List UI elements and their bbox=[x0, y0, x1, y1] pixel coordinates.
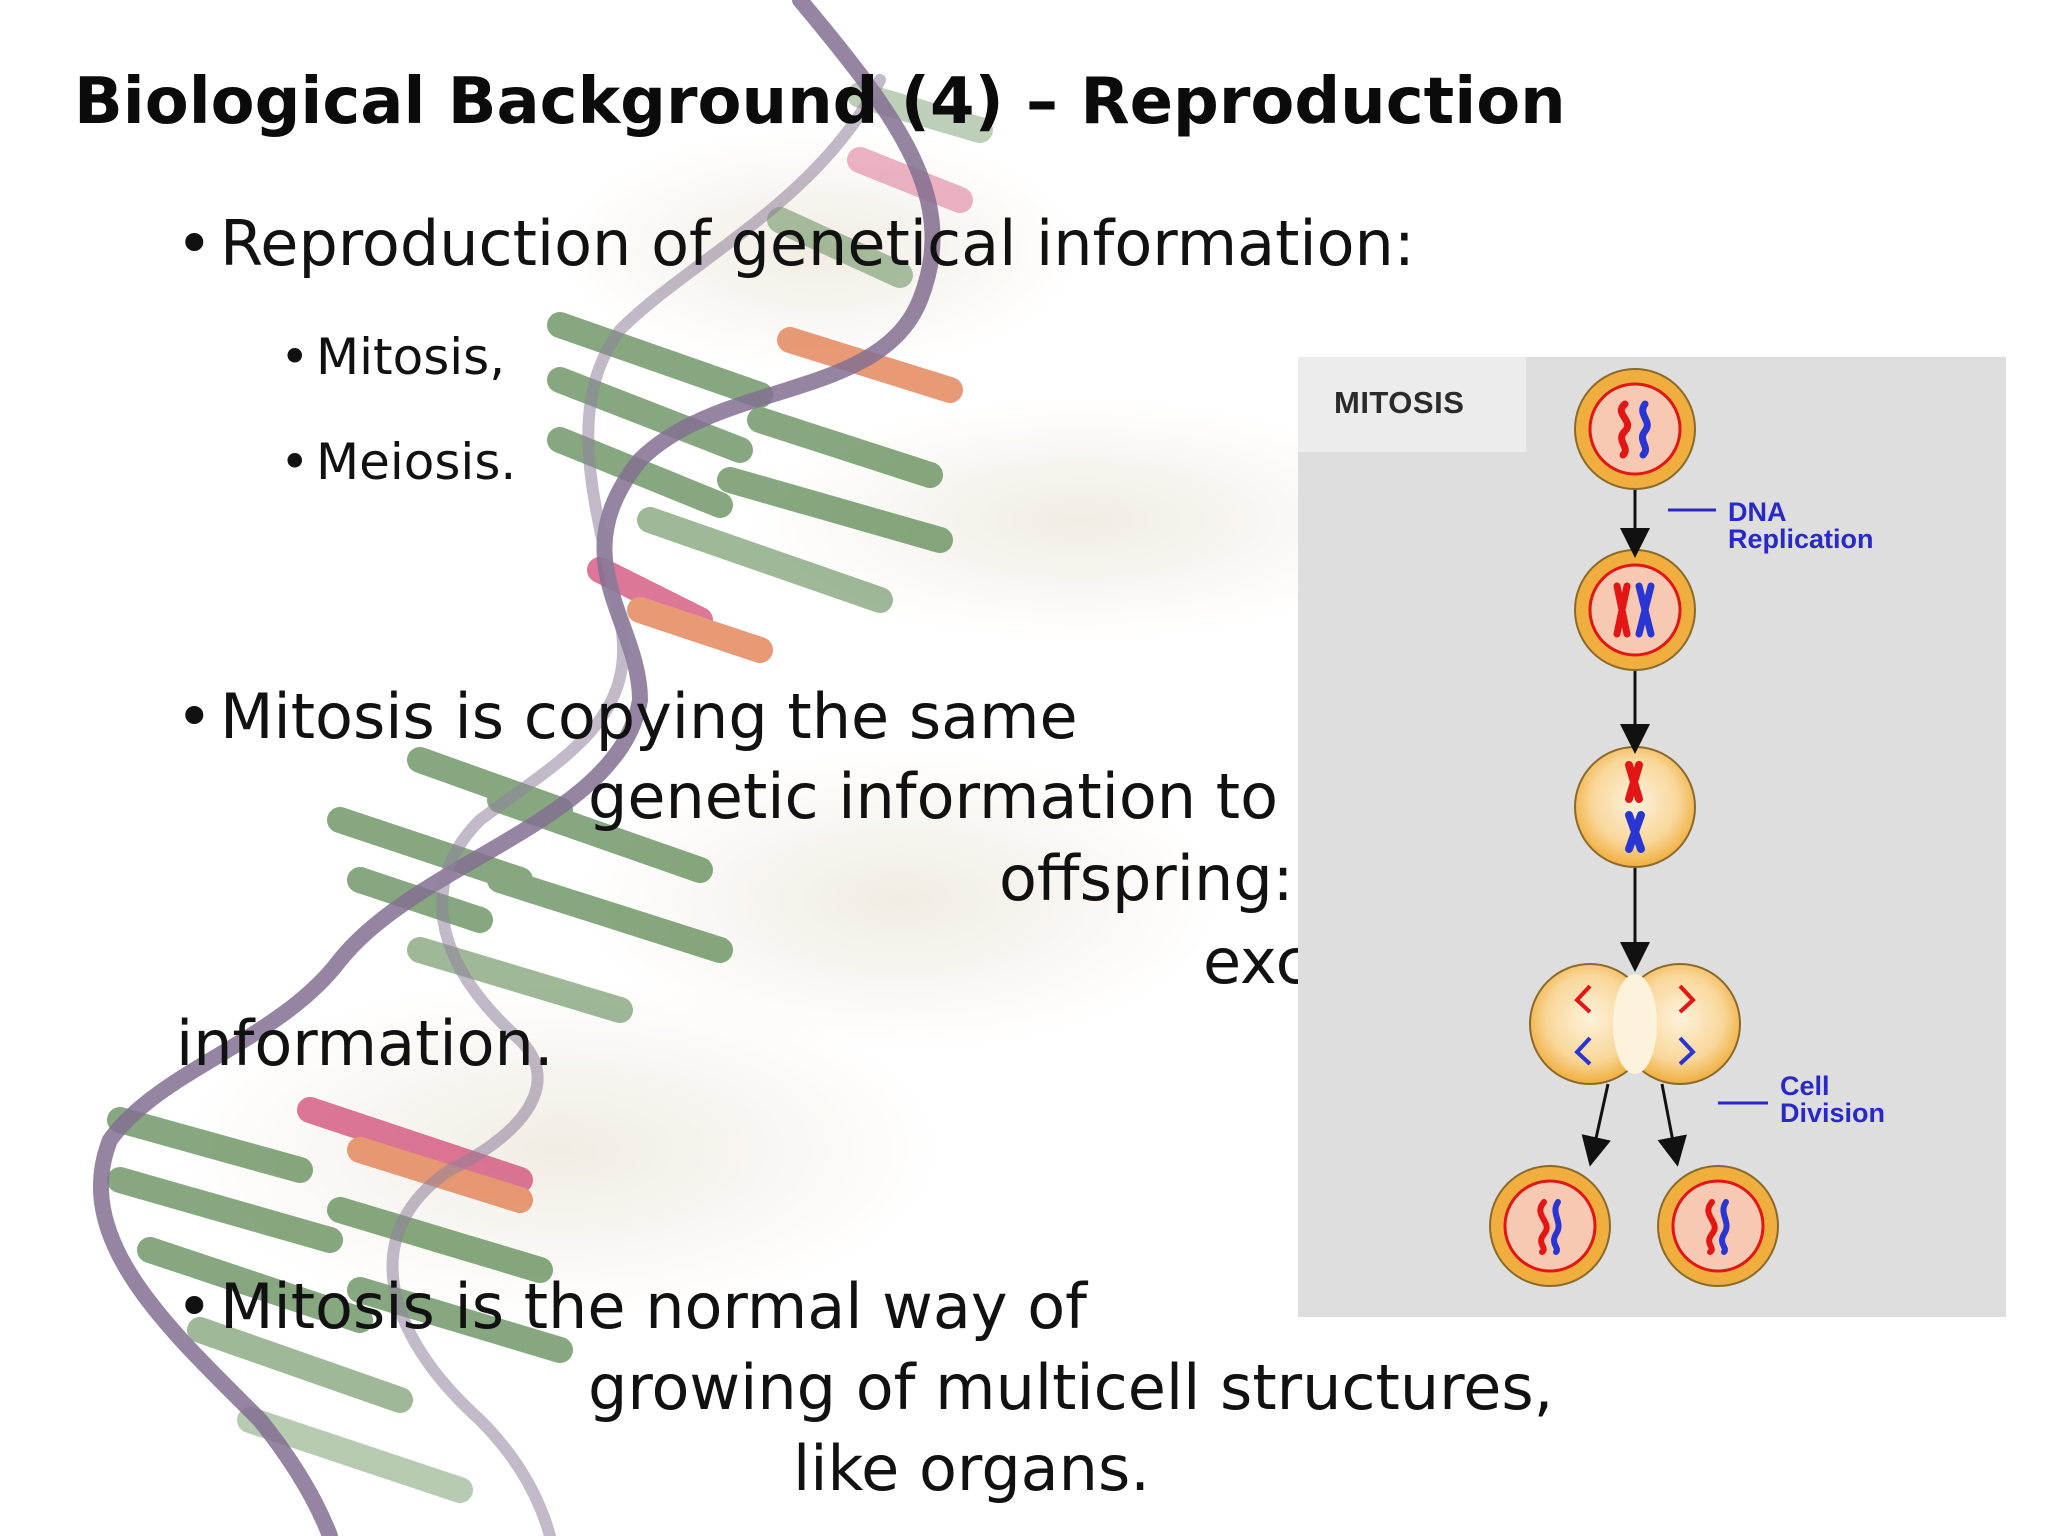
bullet-mitosis-growing-line2: growing of multicell structures, bbox=[588, 1351, 1554, 1424]
sub-bullet-meiosis: Meiosis. bbox=[316, 433, 517, 491]
daughter-cell-left bbox=[1489, 1165, 1611, 1287]
cell-division-label: Cell Division bbox=[1780, 1073, 1885, 1127]
parent-cell bbox=[1574, 368, 1696, 490]
dna-strand-front bbox=[92, 0, 941, 1536]
bullet-mitosis-growing-line3: like organs. bbox=[793, 1432, 1150, 1505]
daughter-cell-right bbox=[1657, 1165, 1779, 1287]
metaphase-cell bbox=[1574, 746, 1696, 868]
slide-title: Biological Background (4) – Reproduction bbox=[74, 65, 1566, 139]
mitosis-diagram bbox=[1489, 368, 1779, 1287]
bullet-mitosis-copying: Mitosis is copying the same bbox=[220, 680, 1078, 753]
bullet-mitosis-copying-line4: exc bbox=[1203, 925, 1310, 998]
sub-bullet-mitosis: Mitosis, bbox=[316, 328, 506, 386]
bullet-marker: • bbox=[176, 680, 213, 753]
dividing-cell bbox=[1529, 963, 1741, 1085]
bullet-mitosis-copying-line2: genetic information to bbox=[588, 760, 1279, 833]
bullet-marker: • bbox=[280, 328, 310, 386]
bullet-mitosis-copying-line5: information. bbox=[176, 1007, 554, 1080]
bullet-marker: • bbox=[176, 207, 213, 280]
bullet-mitosis-growing: Mitosis is the normal way of bbox=[220, 1270, 1088, 1343]
figure-label: MITOSIS bbox=[1334, 385, 1465, 420]
bullet-mitosis-copying-line3: offspring: bbox=[999, 842, 1294, 915]
mitosis-figure: MITOSIS bbox=[1298, 357, 2006, 1317]
dna-strand-back bbox=[386, 74, 886, 1536]
dna-replication-label: DNA Replication bbox=[1728, 499, 1874, 553]
bullet-marker: • bbox=[176, 1270, 213, 1343]
bullet-reproduction: Reproduction of genetical information: bbox=[220, 207, 1415, 280]
dna-replication-line1: DNA bbox=[1728, 497, 1787, 527]
cell-division-line2: Division bbox=[1780, 1098, 1886, 1128]
replicated-cell bbox=[1574, 549, 1696, 671]
bullet-marker: • bbox=[280, 433, 310, 491]
dna-replication-line2: Replication bbox=[1728, 524, 1874, 554]
process-arrows bbox=[1581, 490, 1687, 1167]
cell-division-line1: Cell bbox=[1780, 1071, 1830, 1101]
figure-label-box: MITOSIS bbox=[1298, 357, 1526, 452]
